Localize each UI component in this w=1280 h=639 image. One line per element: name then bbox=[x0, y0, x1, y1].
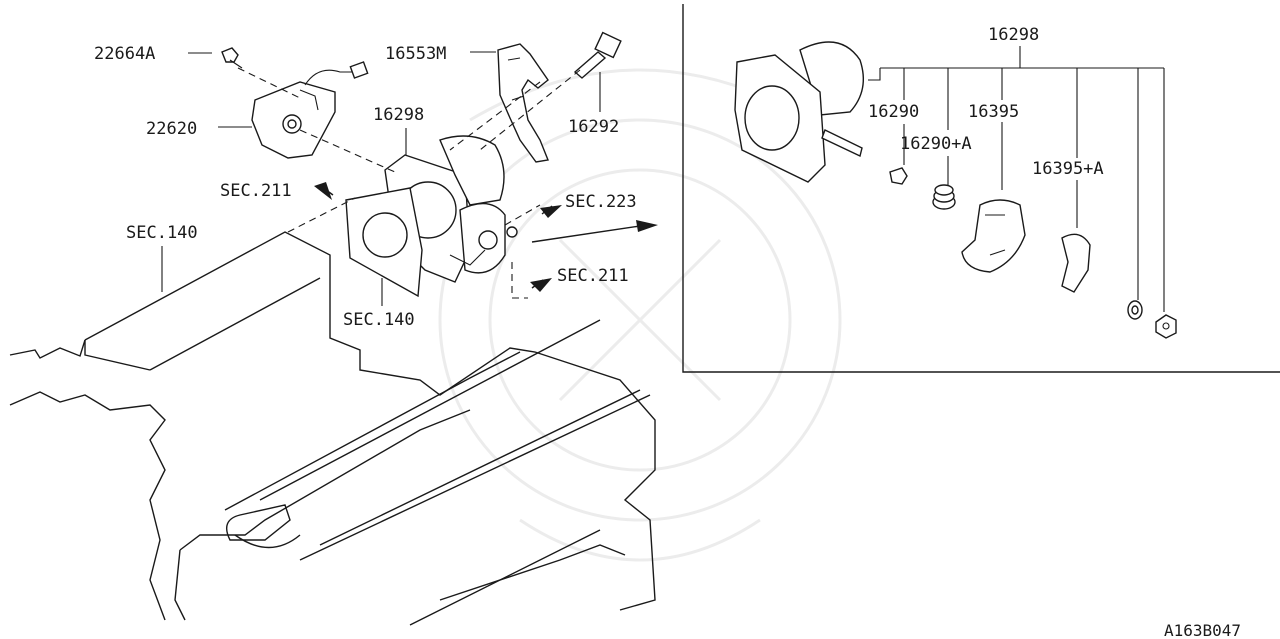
detail-lever-16395A bbox=[1061, 233, 1091, 293]
throttle-position-sensor bbox=[251, 61, 369, 159]
leader-lines-detail bbox=[868, 46, 1165, 312]
assembly-guide-lines bbox=[237, 67, 581, 299]
mounting-bolt bbox=[573, 31, 622, 79]
diagram-reference-code: A163B047 bbox=[1164, 621, 1241, 639]
detail-label-16395A: 16395+A bbox=[1032, 159, 1104, 179]
watermark-emblem bbox=[438, 68, 842, 562]
detail-label-16298: 16298 bbox=[988, 25, 1039, 45]
detail-label-16395: 16395 bbox=[968, 102, 1019, 122]
section-ref-sec140-left: SEC.140 bbox=[126, 223, 198, 243]
throttle-body-gasket bbox=[345, 187, 423, 298]
section-ref-sec140-bottom: SEC.140 bbox=[343, 310, 415, 330]
detail-spring-16290A bbox=[932, 184, 956, 210]
part-label-22664A: 22664A bbox=[94, 44, 155, 64]
section-ref-sec223: SEC.223 bbox=[565, 192, 637, 212]
detail-label-16290A: 16290+A bbox=[900, 134, 972, 154]
throttle-body bbox=[384, 135, 518, 283]
throttle-bracket bbox=[497, 43, 549, 163]
detail-throttle-body bbox=[734, 41, 864, 183]
part-label-22620: 22620 bbox=[146, 119, 197, 139]
section-arrows bbox=[314, 182, 658, 292]
detail-hex-nut bbox=[1155, 314, 1177, 339]
engine-block-outline bbox=[9, 231, 656, 626]
leader-lines-main bbox=[161, 51, 601, 306]
part-label-16292: 16292 bbox=[568, 117, 619, 137]
detail-nut-16290 bbox=[889, 167, 908, 185]
detail-throttle-drum-16395 bbox=[961, 199, 1026, 273]
part-label-16553M: 16553M bbox=[385, 44, 446, 64]
sensor-screw bbox=[221, 47, 243, 69]
detail-washer bbox=[1127, 300, 1143, 320]
part-label-16298: 16298 bbox=[373, 105, 424, 125]
detail-inset-frame bbox=[682, 4, 1280, 373]
section-ref-sec211-bottom: SEC.211 bbox=[557, 266, 629, 286]
detail-label-16290: 16290 bbox=[868, 102, 919, 122]
section-ref-sec211-top: SEC.211 bbox=[220, 181, 292, 201]
